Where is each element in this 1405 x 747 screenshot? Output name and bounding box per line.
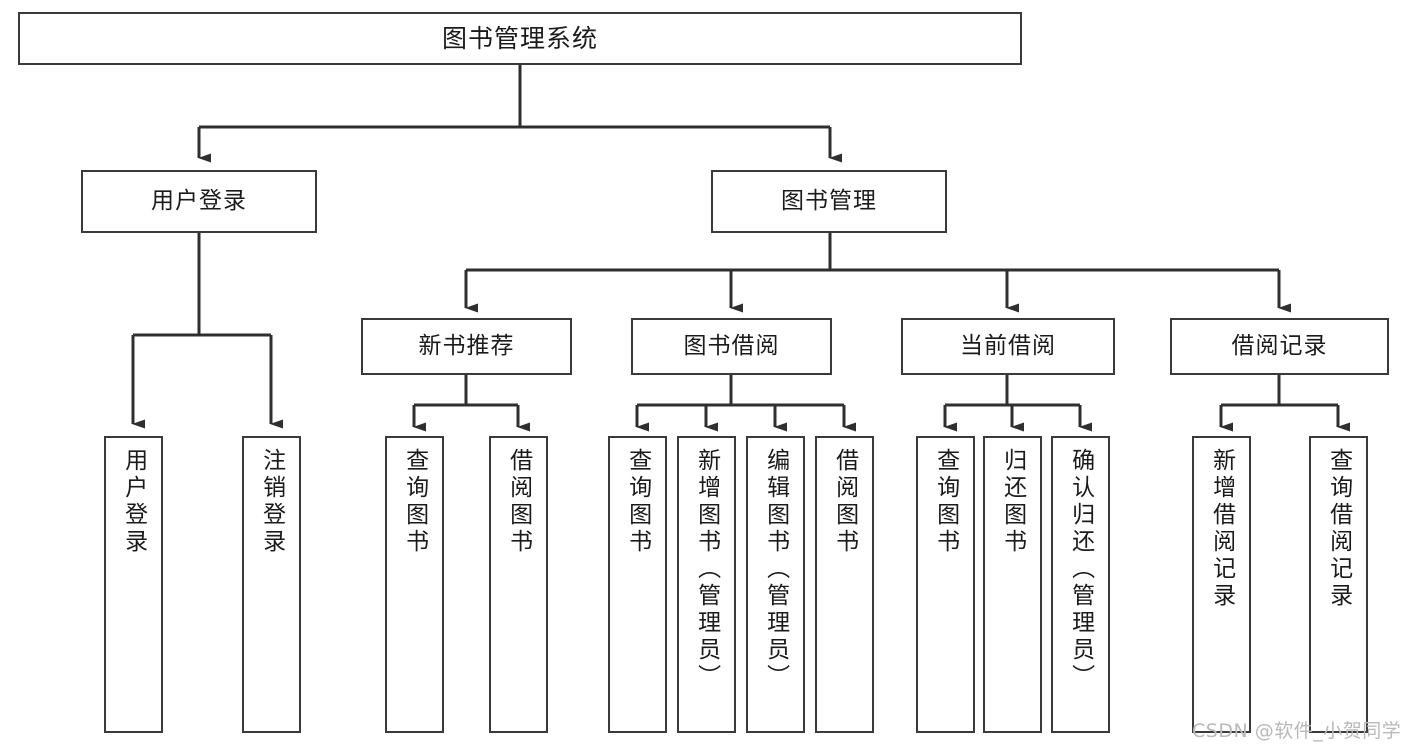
node-new-book-recommend[interactable]: 新书推荐 <box>361 318 572 375</box>
node-label: 注销登录 <box>258 448 285 556</box>
node-label: 借阅图书 <box>831 448 858 556</box>
node-book-borrow[interactable]: 图书借阅 <box>631 318 832 375</box>
node-label: 新增图书（管理员） <box>693 448 720 691</box>
node-label: 当前借阅 <box>960 332 1056 359</box>
node-label: 图书管理 <box>781 187 877 214</box>
node-label: 确认归还（管理员） <box>1067 448 1094 691</box>
node-leaf-confirm-return[interactable]: 确认归还（管理员） <box>1051 436 1110 733</box>
node-label: 用户登录 <box>151 187 247 214</box>
node-label: 查询图书 <box>624 448 651 556</box>
node-label: 借阅图书 <box>505 448 532 556</box>
node-label: 图书管理系统 <box>441 23 598 53</box>
node-leaf-borrow-book-1[interactable]: 借阅图书 <box>489 436 548 733</box>
node-label: 新书推荐 <box>418 332 515 359</box>
node-label: 归还图书 <box>999 448 1026 556</box>
node-label: 用户登录 <box>120 448 147 556</box>
node-label: 查询图书 <box>401 448 428 556</box>
node-user-login[interactable]: 用户登录 <box>81 170 317 233</box>
node-label: 查询图书 <box>932 448 959 556</box>
node-leaf-query-borrow-record[interactable]: 查询借阅记录 <box>1309 436 1368 733</box>
csdn-watermark: CSDN @软件_小贺同学 <box>1192 720 1402 742</box>
node-borrow-record[interactable]: 借阅记录 <box>1170 318 1389 375</box>
node-leaf-query-book-1[interactable]: 查询图书 <box>385 436 444 733</box>
node-current-borrow[interactable]: 当前借阅 <box>901 318 1115 375</box>
node-root-system[interactable]: 图书管理系统 <box>18 12 1022 65</box>
node-leaf-add-borrow-record[interactable]: 新增借阅记录 <box>1192 436 1251 733</box>
node-label: 编辑图书（管理员） <box>762 448 789 691</box>
node-leaf-return-book[interactable]: 归还图书 <box>983 436 1042 733</box>
node-leaf-user-login[interactable]: 用户登录 <box>104 436 163 733</box>
node-label: 图书借阅 <box>683 332 780 359</box>
node-label: 查询借阅记录 <box>1325 448 1352 610</box>
node-leaf-query-book-2[interactable]: 查询图书 <box>608 436 667 733</box>
node-leaf-logout-login[interactable]: 注销登录 <box>242 436 301 733</box>
node-leaf-query-book-3[interactable]: 查询图书 <box>916 436 975 733</box>
node-leaf-edit-book[interactable]: 编辑图书（管理员） <box>746 436 805 733</box>
node-label: 借阅记录 <box>1231 332 1328 359</box>
node-book-management[interactable]: 图书管理 <box>711 170 947 233</box>
node-leaf-add-book[interactable]: 新增图书（管理员） <box>677 436 736 733</box>
node-leaf-borrow-book-2[interactable]: 借阅图书 <box>815 436 874 733</box>
node-label: 新增借阅记录 <box>1208 448 1235 610</box>
